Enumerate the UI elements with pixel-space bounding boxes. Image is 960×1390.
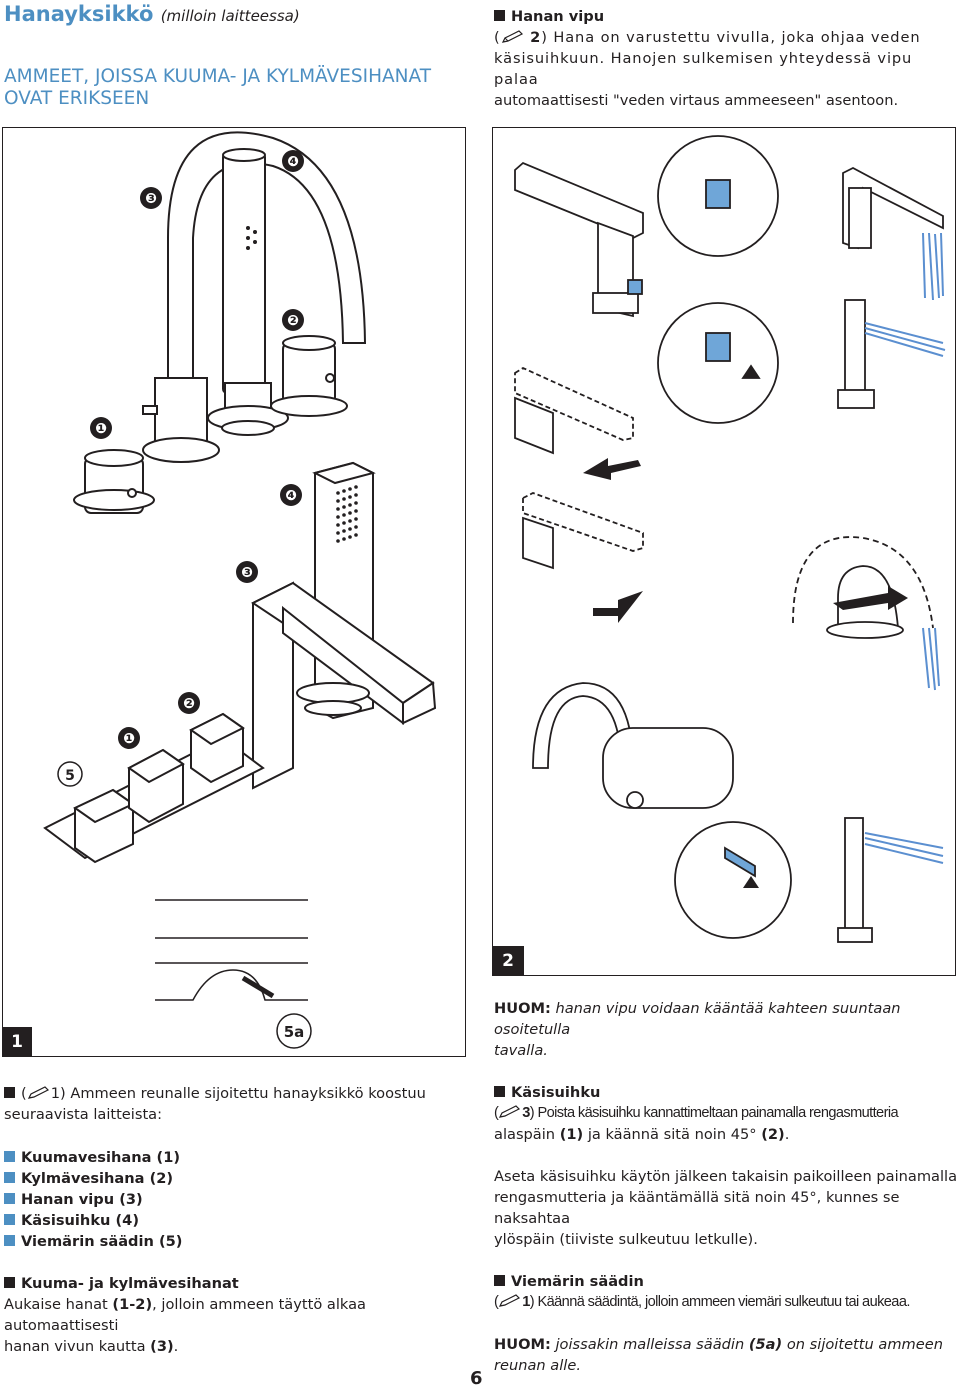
note-2: HUOM: joissakin malleissa säädin (5a) on… — [494, 1336, 943, 1353]
hot-cold-text: hanan vivun kautta (3). — [4, 1338, 179, 1355]
bullet-blue-icon — [4, 1172, 15, 1183]
bullet-blue-icon — [4, 1193, 15, 1204]
page-number: 6 — [470, 1368, 483, 1389]
faucet-illustration-2 — [514, 135, 946, 943]
label-1-top: ❶ — [95, 421, 107, 437]
figure-1-box: ❸ ❹ ❷ ❶ ❹ ❸ ❷ ❶ 5 5a 1 — [2, 127, 466, 1057]
figure-2-box: 2 — [492, 127, 956, 976]
note-2-line: reunan alle. — [494, 1357, 581, 1374]
shower-text-2: rengasmutteria ja kääntämällä sitä noin … — [494, 1189, 900, 1227]
subtitle-line: OVAT ERIKSEEN — [4, 88, 150, 109]
pencil-ref-icon — [501, 30, 523, 43]
drain-text: (1) Käännä säädintä, jolloin ammeen viem… — [494, 1294, 910, 1310]
page-title-text: Hanayksikkö — [4, 2, 154, 26]
list-item: Viemärin säädin (5) — [4, 1231, 468, 1252]
bullet-square-icon — [4, 1087, 15, 1098]
shower-text-2: ylöspäin (tiiviste sulkeutuu letkulle). — [494, 1231, 758, 1248]
bullet-square-icon — [494, 1086, 505, 1097]
figure-1-badge: 1 — [2, 1027, 32, 1057]
label-4-top: ❹ — [287, 154, 299, 170]
hot-cold-heading: Kuuma- ja kylmävesihanat — [4, 1273, 468, 1294]
note-1: HUOM: hanan vipu voidaan kääntää kahteen… — [494, 1000, 901, 1038]
label-5a: 5a — [284, 1023, 305, 1041]
label-1-bottom: ❶ — [123, 731, 135, 747]
shower-text: (3) Poista käsisuihku kannattimeltaan pa… — [494, 1105, 899, 1121]
pencil-ref-icon — [499, 1105, 521, 1118]
list-item: Hanan vipu (3) — [4, 1189, 468, 1210]
shower-text: alaspäin (1) ja käännä sitä noin 45° (2)… — [494, 1126, 790, 1143]
bullet-square-icon — [4, 1277, 15, 1288]
subtitle-line: AMMEET, JOISSA KUUMA- JA KYLMÄVESIHANAT — [4, 66, 431, 87]
bullet-blue-icon — [4, 1151, 15, 1162]
bullet-blue-icon — [4, 1235, 15, 1246]
left-text: (1) Ammeen reunalle sijoitettu hanayksik… — [4, 1083, 468, 1357]
note-1-line: tavalla. — [494, 1042, 548, 1059]
label-5: 5 — [65, 768, 75, 784]
section-subtitle: AMMEET, JOISSA KUUMA- JA KYLMÄVESIHANAT … — [4, 66, 474, 110]
shower-heading: Käsisuihku — [494, 1082, 958, 1103]
list-item: Käsisuihku (4) — [4, 1210, 468, 1231]
label-3-bottom: ❸ — [241, 565, 253, 581]
lever-text: käsisuihkuun. Hanojen sulkemisen yhteyde… — [494, 50, 913, 88]
bullet-square-icon — [494, 10, 505, 21]
shower-text-2: Aseta käsisuihku käytön jälkeen takaisin… — [494, 1168, 958, 1185]
list-item: Kylmävesihana (2) — [4, 1168, 468, 1189]
lever-heading: Hanan vipu — [494, 6, 956, 27]
page-title-sub: (milloin laitteessa) — [160, 7, 300, 25]
bullet-square-icon — [494, 1275, 505, 1286]
label-2-top: ❷ — [287, 313, 299, 329]
pencil-ref-icon — [27, 1086, 49, 1099]
label-2-bottom: ❷ — [183, 696, 195, 712]
drain-heading: Viemärin säädin — [494, 1271, 958, 1292]
lever-text: automaattisesti "veden virtaus ammeeseen… — [494, 92, 899, 109]
lever-text: ( 2) Hana on varustettu vivulla, joka oh… — [494, 29, 921, 46]
faucet-illustration-1: ❸ ❹ ❷ ❶ ❹ ❸ ❷ ❶ 5 5a — [43, 131, 437, 1049]
pencil-ref-icon — [499, 1294, 521, 1307]
lever-section: Hanan vipu ( 2) Hana on varustettu vivul… — [494, 6, 956, 111]
intro-paragraph: (1) Ammeen reunalle sijoitettu hanayksik… — [4, 1083, 468, 1104]
page-title: Hanayksikkö (milloin laitteessa) — [4, 2, 300, 26]
list-item: Kuumavesihana (1) — [4, 1147, 468, 1168]
bullet-blue-icon — [4, 1214, 15, 1225]
label-3-top: ❸ — [145, 191, 157, 207]
hot-cold-text: Aukaise hanat (1-2), jolloin ammeen täyt… — [4, 1296, 366, 1334]
figure-2-badge: 2 — [492, 946, 524, 976]
label-4-bottom: ❹ — [285, 488, 297, 504]
intro-paragraph-line: seuraavista laitteista: — [4, 1106, 163, 1123]
right-text: HUOM: hanan vipu voidaan kääntää kahteen… — [494, 998, 958, 1376]
